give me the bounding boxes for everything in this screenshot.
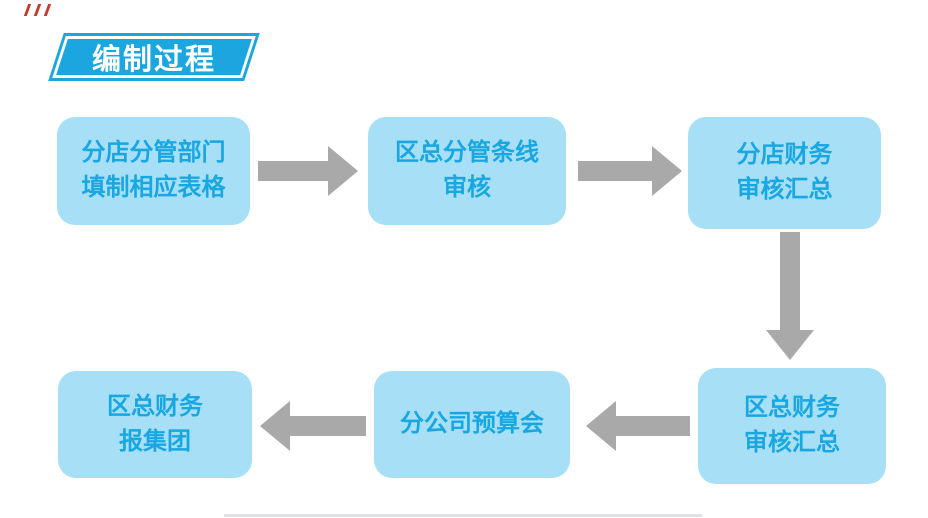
flow-node-label: 区总分管条线 (395, 139, 539, 167)
flow-node-region-finance-summary: 区总财务 审核汇总 (698, 368, 886, 484)
arrow-head (586, 401, 616, 451)
flow-node-subsidiary-budget-meeting: 分公司预算会 (374, 371, 570, 478)
page-title: 编制过程 (91, 44, 216, 76)
title-banner-fill: 编制过程 (56, 39, 252, 76)
arrow-shaft (578, 161, 652, 181)
flow-node-label: 审核汇总 (744, 429, 840, 456)
arrow-shaft (780, 232, 800, 330)
title-banner: 编制过程 (48, 33, 260, 81)
bottom-crop-line (224, 514, 702, 517)
flow-node-label: 分店分管部门 (81, 139, 226, 167)
flow-node-branch-finance-summary: 分店财务 审核汇总 (688, 117, 881, 229)
arrow-head (328, 146, 358, 196)
flow-node-label: 填制相应表格 (81, 174, 226, 201)
arrow-right-icon (258, 146, 358, 196)
flow-node-label: 区总财务 (744, 394, 840, 422)
flow-node-label: 分公司预算会 (400, 410, 544, 438)
arrow-down-icon (766, 232, 814, 360)
flow-node-label: 报集团 (119, 427, 191, 455)
arrow-shaft (616, 416, 690, 436)
arrow-shaft (290, 416, 366, 436)
flow-node-label: 审核 (443, 174, 491, 201)
flow-node-label: 区总财务 (107, 392, 203, 420)
flow-node-branch-dept-fill-forms: 分店分管部门 填制相应表格 (57, 117, 250, 225)
arrow-shaft (258, 161, 328, 181)
arrow-head (260, 401, 290, 451)
corner-watermark-mark (23, 4, 52, 16)
arrow-head (652, 146, 682, 196)
flow-node-region-finance-report-group: 区总财务 报集团 (58, 371, 252, 478)
flow-node-label: 分店财务 (736, 141, 833, 169)
arrow-left-icon (586, 401, 690, 451)
arrow-left-icon (260, 401, 366, 451)
flow-node-region-line-review: 区总分管条线 审核 (368, 117, 566, 225)
arrow-head (766, 330, 814, 360)
arrow-right-icon (578, 146, 682, 196)
flow-node-label: 审核汇总 (736, 176, 833, 203)
